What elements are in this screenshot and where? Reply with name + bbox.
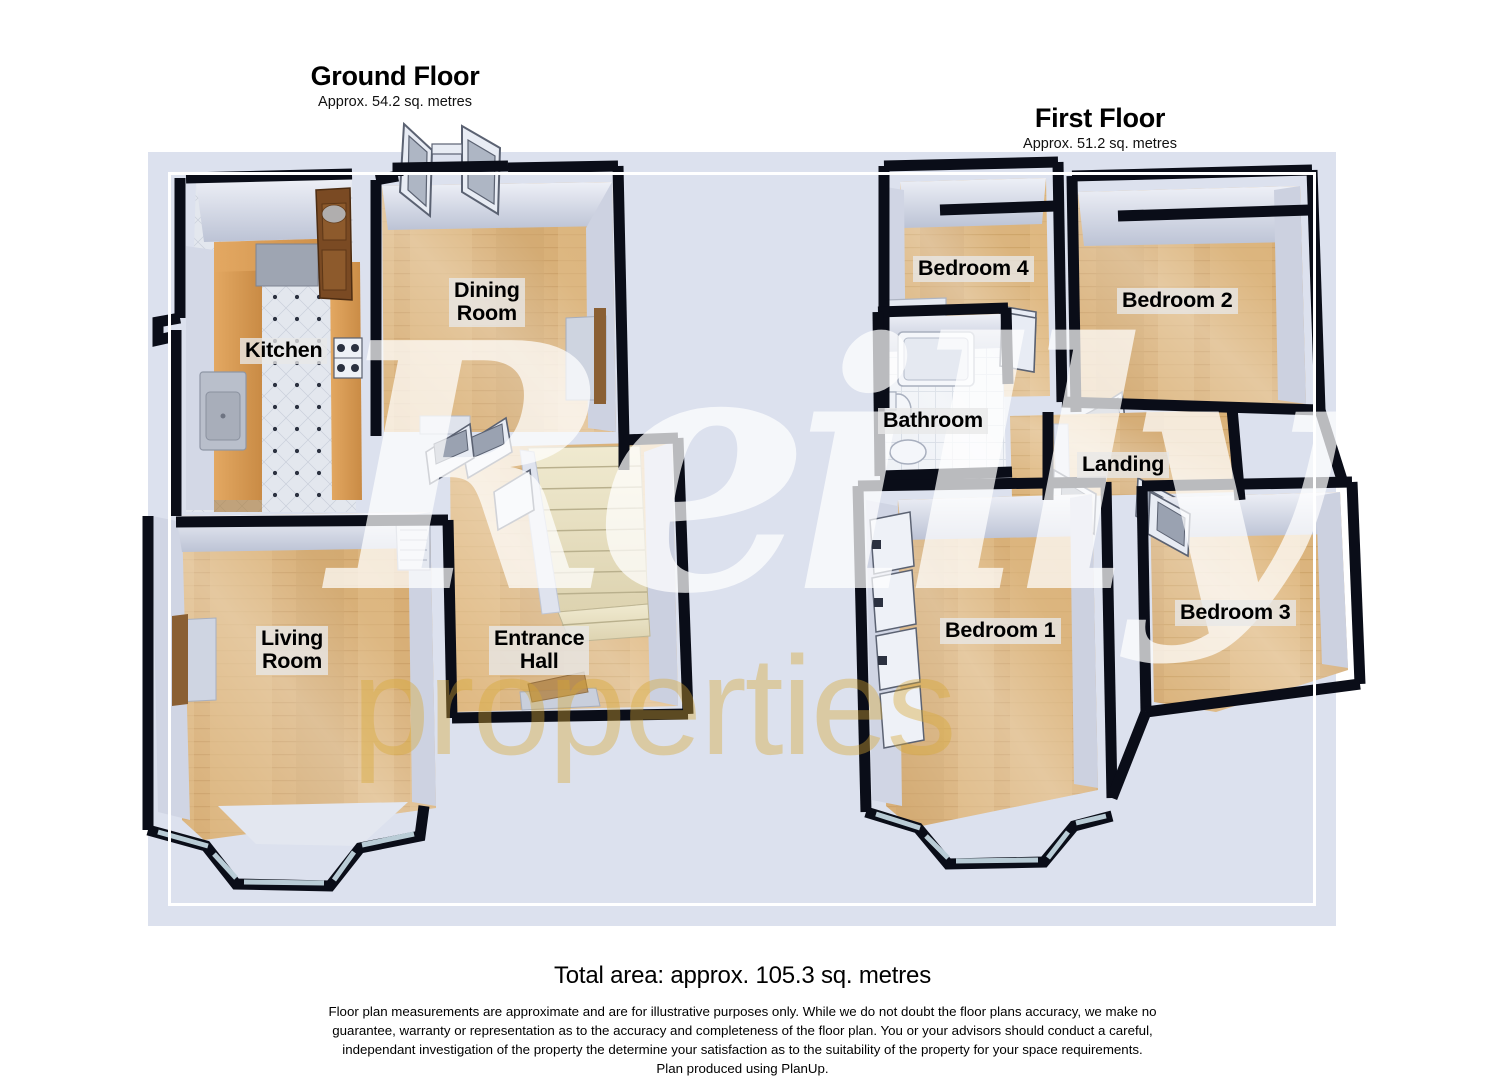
ground-floor-area: Approx. 54.2 sq. metres — [318, 93, 472, 110]
room-label-dining-room: Dining Room — [449, 278, 525, 328]
staircase — [519, 445, 651, 643]
room-label-bedroom-3: Bedroom 3 — [1175, 600, 1296, 627]
room-label-bedroom-2: Bedroom 2 — [1117, 288, 1238, 315]
disclaimer-text: Floor plan measurements are approximate … — [272, 1002, 1213, 1079]
first-floor-heading: First Floor Approx. 51.2 sq. metres — [955, 103, 1245, 153]
bedroom-1-bay-window — [864, 806, 1114, 870]
ground-floor-heading: Ground Floor Approx. 54.2 sq. metres — [245, 61, 545, 111]
room-living-room — [152, 512, 436, 846]
first-floor-area: Approx. 51.2 sq. metres — [1023, 135, 1177, 152]
room-label-living-room: Living Room — [256, 626, 329, 676]
room-label-entrance-hall: Entrance Hall — [489, 626, 590, 676]
ground-floor-geometry — [142, 121, 694, 892]
first-floor-title: First Floor — [1034, 103, 1166, 133]
disclaimer-line-2: guarantee, warranty or representation as… — [332, 1023, 1153, 1039]
living-room-bay-glazing — [157, 829, 415, 886]
bedroom-1-bay-glazing — [875, 811, 1107, 864]
disclaimer-line-1: Floor plan measurements are approximate … — [328, 1004, 1157, 1019]
ground-floor-walls — [142, 160, 694, 830]
room-label-bedroom-1: Bedroom 1 — [940, 618, 1061, 645]
ground-floor-title: Ground Floor — [310, 61, 480, 91]
disclaimer-line-4: Plan produced using PlanUp. — [656, 1061, 829, 1077]
room-label-bathroom: Bathroom — [878, 408, 988, 435]
room-label-bedroom-4: Bedroom 4 — [913, 256, 1034, 283]
room-bedroom-1 — [866, 494, 1098, 828]
total-area-text: Total area: approx. 105.3 sq. metres — [553, 962, 931, 989]
room-label-kitchen: Kitchen — [240, 338, 328, 365]
disclaimer-line-3: independant investigation of the propert… — [342, 1042, 1143, 1058]
room-label-landing: Landing — [1077, 452, 1170, 479]
